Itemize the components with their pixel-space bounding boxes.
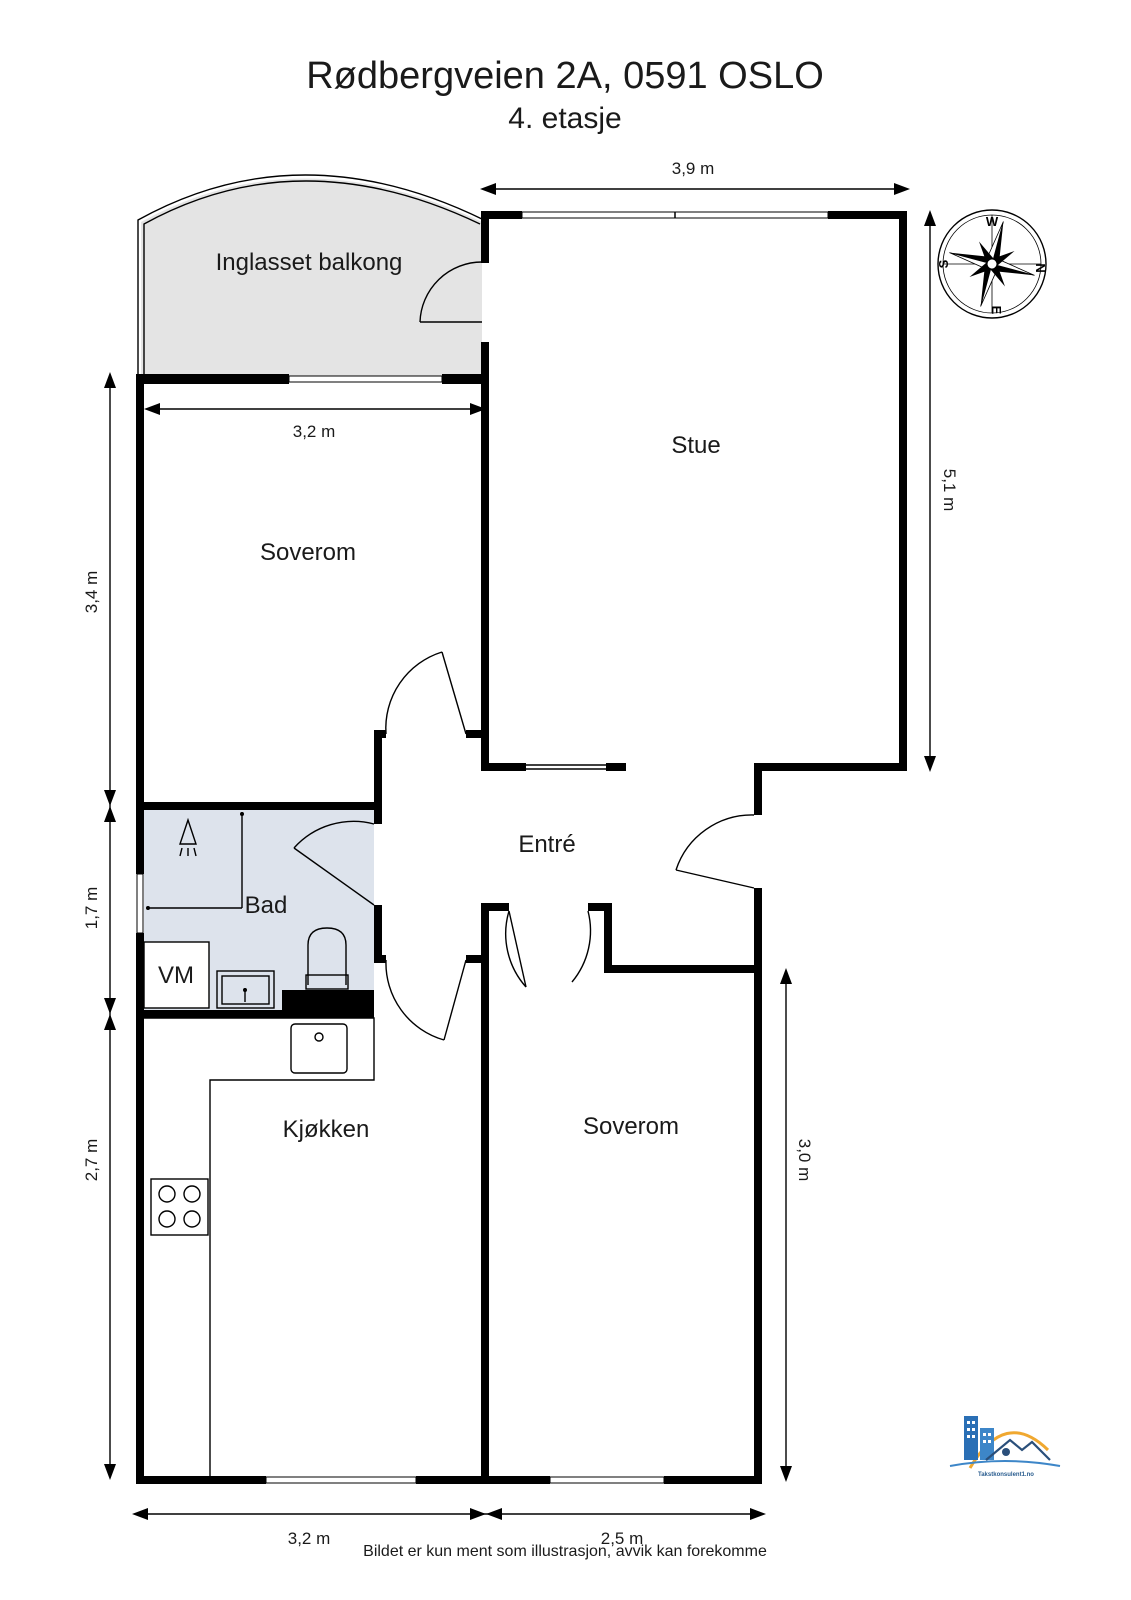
balcony: Inglasset balkong xyxy=(137,174,485,378)
kitchen-fixtures xyxy=(144,1017,375,1476)
room-label-living: Stue xyxy=(671,432,720,459)
mask xyxy=(130,1484,770,1600)
dim-living-width: 3,9 m xyxy=(672,159,715,178)
bottom-walls xyxy=(136,1476,762,1484)
compass-e: E xyxy=(989,306,1004,315)
room-label-bedroom-bottom: Soverom xyxy=(583,1113,679,1140)
dim-bedroom-top-width: 3,2 m xyxy=(293,422,336,441)
walls xyxy=(136,211,907,1600)
dim-bath-depth: 1,7 m xyxy=(82,887,101,930)
dim-kitchen-depth: 2,7 m xyxy=(82,1139,101,1182)
shower-head-icon xyxy=(179,817,197,845)
windows xyxy=(136,211,829,1484)
floor-label: 4. etasje xyxy=(508,102,621,135)
dim-bedroom-top-depth: 3,4 m xyxy=(82,571,101,614)
logo-name: Takstkonsulent1.no xyxy=(978,1472,1034,1478)
room-label-hall: Entré xyxy=(518,831,575,858)
disclaimer: Bildet er kun ment som illustrasjon, avv… xyxy=(363,1543,767,1560)
sink-icon xyxy=(216,970,275,1009)
dimension-lines xyxy=(104,183,936,1520)
room-label-bathroom: Bad xyxy=(245,892,288,919)
dim-kitchen-width: 3,2 m xyxy=(288,1529,331,1548)
bathroom-fixtures xyxy=(143,812,349,1009)
doors xyxy=(293,651,755,1041)
address-title: Rødbergveien 2A, 0591 OSLO xyxy=(306,55,824,97)
room-label-kitchen: Kjøkken xyxy=(283,1116,370,1143)
compass-s: S xyxy=(936,259,951,268)
dim-bedroom-bottom-width: 2,5 m xyxy=(601,1529,644,1548)
stove-icon xyxy=(150,1178,209,1236)
dim-bedroom-bottom-depth: 3,0 m xyxy=(795,1139,814,1182)
room-label-balcony: Inglasset balkong xyxy=(216,249,403,276)
dim-living-depth: 5,1 m xyxy=(940,469,959,512)
compass-icon: W N E S xyxy=(936,209,1048,319)
company-logo: Takstkonsulent1.no xyxy=(949,1416,1061,1478)
compass-w: W xyxy=(986,214,999,229)
kitchen-sink-icon xyxy=(290,1023,348,1074)
washer-box xyxy=(143,941,210,1009)
toilet-icon xyxy=(305,927,349,990)
compass-n: N xyxy=(1033,263,1048,272)
room-label-washer: VM xyxy=(158,962,194,989)
room-label-bedroom-top: Soverom xyxy=(260,539,356,566)
